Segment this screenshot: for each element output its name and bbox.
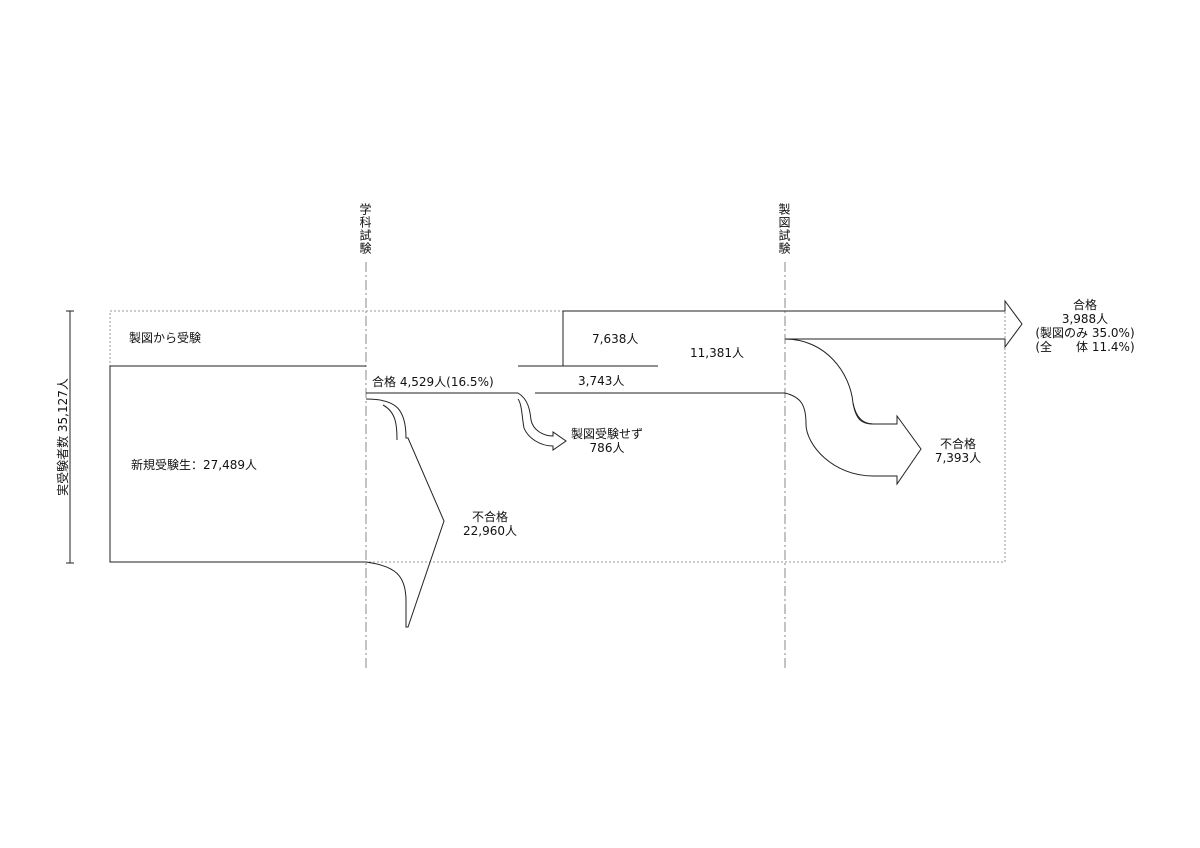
gakka-stage-title: 学科試験 (358, 203, 372, 255)
no-seizu-line2: 786人 (589, 441, 625, 455)
gakka-fail-label: 不合格 22,960人 (450, 510, 530, 538)
seizu-fail-label: 不合格 7,393人 (918, 437, 998, 465)
gakka-fail-line1: 不合格 (471, 510, 508, 524)
gakka-pass-continue-count: 3,743人 (578, 374, 625, 388)
final-pass-line3: (製図のみ 35.0%) (1035, 326, 1135, 340)
final-pass-line4: (全 体 11.4%) (1035, 340, 1135, 354)
seizu-stage-title: 製図試験 (777, 203, 791, 255)
total-examinees-label: 実受験者数 35,127人 (56, 378, 70, 496)
gakka-fail-arrow-inner (382, 404, 398, 441)
seizu-fail-line1: 不合格 (939, 437, 976, 451)
no-seizu-label: 製図受験せず 786人 (562, 427, 652, 455)
gakka-fail-arrow (365, 398, 445, 628)
repeat-count: 7,638人 (592, 332, 639, 346)
repeat-band (562, 299, 1023, 366)
no-seizu-line1: 製図受験せず (570, 427, 643, 441)
gakka-pass-label: 合格 4,529人(16.5%) (372, 375, 494, 389)
new-group-label: 新規受験生：27,489人 (131, 458, 257, 472)
final-pass-label: 合格 3,988人 (製図のみ 35.0%) (全 体 11.4%) (1025, 298, 1145, 354)
no-seizu-arrow (517, 392, 567, 451)
total-frame (109, 310, 1006, 563)
new-examinees-block (109, 365, 366, 563)
final-pass-line2: 3,988人 (1061, 312, 1109, 326)
seizu-fail-arrow-inner (852, 402, 874, 425)
seizu-fail-arrow (784, 338, 922, 486)
gakka-pass-band (366, 365, 785, 394)
seizu-total-count: 11,381人 (690, 346, 744, 360)
gakka-fail-line2: 22,960人 (463, 524, 517, 538)
seizu-fail-line2: 7,393人 (934, 451, 982, 465)
final-pass-line1: 合格 (1072, 298, 1097, 312)
repeat-group-label: 製図から受験 (129, 331, 202, 345)
